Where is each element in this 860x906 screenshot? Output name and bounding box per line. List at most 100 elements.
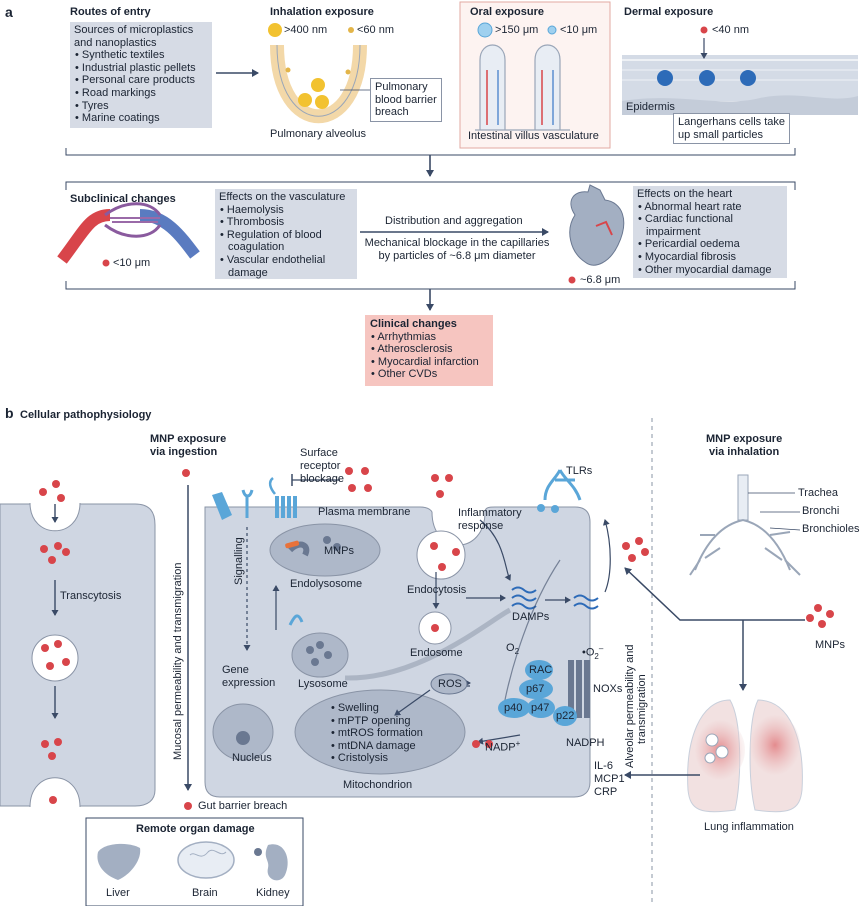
brain-icon [177, 841, 235, 879]
inhalation-heading: Inhalation exposure [270, 6, 374, 18]
ingestion-label: MNP exposure via ingestion [150, 433, 226, 459]
list-item: Marine coatings [82, 112, 208, 125]
endosome-label: Endosome [410, 647, 463, 659]
mito-effects: Swelling mPTP opening mtROS formation mt… [330, 702, 430, 764]
subclinical-heading: Subclinical changes [70, 193, 176, 205]
nucleus-label: Nucleus [232, 752, 272, 764]
oral-size-large: >150 μm [495, 24, 539, 36]
vessel-size: <10 μm [113, 257, 151, 269]
mnps-label: MNPs [324, 545, 354, 557]
heart-size: ~6.8 μm [580, 274, 621, 286]
pulmonary-callout: Pulmonary blood barrier breach [370, 78, 442, 122]
cytokine-item: MCP1 [594, 773, 625, 785]
rac-label: RAC [529, 664, 553, 676]
alveolar-line: transmigration [636, 674, 648, 744]
particle-icon [102, 259, 110, 267]
list-item: Personal care products [82, 74, 208, 87]
nox-complex [498, 660, 590, 726]
list-item: Industrial plastic pellets [82, 62, 208, 75]
villus-caption: Intestinal villus vasculature [468, 130, 599, 142]
particle-dermal-icon [700, 26, 708, 34]
p67-label: p67 [526, 683, 545, 695]
routes-heading: Routes of entry [70, 6, 151, 18]
inhalation-size-small: <60 nm [357, 24, 394, 36]
list-item: Abnormal heart rate [644, 201, 783, 214]
alveolar-label: Alveolar permeability and transmigration [624, 644, 648, 768]
list-item: Haemolysis [227, 204, 353, 217]
list-item: Atherosclerosis [377, 343, 488, 356]
inhalation-label: MNP exposure via inhalation [706, 433, 782, 459]
gene-line: expression [222, 677, 276, 689]
list-item: Regulation of blood coagulation [227, 229, 353, 254]
mucosal-label: Mucosal permeability and transmigration [172, 562, 184, 760]
plasma-membrane-label: Plasma membrane [318, 506, 411, 518]
mito-list: Swelling mPTP opening mtROS formation mt… [330, 702, 430, 765]
noxs-label: NOXs [593, 683, 623, 695]
blockage-line: by particles of ~6.8 μm diameter [378, 250, 536, 262]
list-item: Pericardial oedema [645, 238, 783, 251]
capillary-illustration [57, 202, 200, 264]
trachea-label: Trachea [798, 487, 838, 499]
bronchioles-label: Bronchioles [802, 523, 860, 535]
inflammatory-label: Inflammatory response [458, 507, 522, 533]
surface-line: Surface [300, 447, 338, 459]
list-item: Other myocardial damage [645, 264, 783, 277]
alveolus-caption: Pulmonary alveolus [270, 128, 366, 140]
list-item: mtROS formation [338, 727, 430, 740]
sources-list: Synthetic textiles Industrial plastic pe… [74, 49, 208, 125]
tlrs-label: TLRs [566, 465, 593, 477]
p40-label: p40 [504, 702, 523, 714]
particle-small-icon [547, 25, 557, 35]
callout-line: up small particles [678, 128, 763, 141]
list-item: Tyres [82, 100, 208, 113]
mnps-right-label: MNPs [815, 639, 845, 651]
cytokines-label: IL-6 MCP1 CRP [594, 760, 625, 799]
heart-list: Abnormal heart rate Cardiac functional i… [637, 201, 783, 277]
inflammatory-line: Inflammatory [458, 507, 522, 519]
receptor-illustration [212, 477, 297, 520]
list-item: Myocardial infarction [378, 356, 488, 369]
callout-line: breach [375, 106, 409, 119]
heart-illustration [569, 184, 625, 266]
remote-heading: Remote organ damage [136, 823, 255, 835]
mitochondrion-label: Mitochondrion [343, 779, 413, 791]
heart-box: Effects on the heart Abnormal heart rate… [633, 186, 787, 278]
p47-label: p47 [531, 702, 550, 714]
nadp-sup: + [515, 739, 521, 748]
list-item: Cristolysis [338, 752, 430, 765]
callout-line: Pulmonary [375, 81, 428, 93]
gene-label: Gene expression [222, 664, 275, 690]
nadph-label: NADPH [566, 737, 605, 749]
signalling-label: Signalling [233, 537, 245, 585]
transcytosis-label: Transcytosis [60, 590, 122, 602]
sources-title: Sources of microplastics and nanoplastic… [74, 24, 194, 49]
list-item: mPTP opening [338, 715, 430, 728]
vasculature-list: Haemolysis Thrombosis Regulation of bloo… [219, 204, 353, 280]
organ-kidney-label: Kidney [256, 887, 290, 899]
oral-heading: Oral exposure [470, 6, 544, 18]
o2-text: O [506, 642, 515, 654]
list-item: Arrhythmias [377, 331, 488, 344]
dermal-heading: Dermal exposure [624, 6, 714, 18]
inhalation-size-large: >400 nm [284, 24, 328, 36]
clinical-heading: Clinical changes [370, 318, 457, 330]
o2-sub: 2 [514, 647, 520, 657]
p22-label: p22 [556, 710, 575, 722]
cytokine-item: CRP [594, 786, 618, 798]
alveolar-line: Alveolar permeability and [624, 644, 636, 768]
list-item: Thrombosis [227, 216, 353, 229]
vasculature-title: Effects on the vasculature [219, 191, 346, 203]
inhalation-line: via inhalation [708, 446, 780, 458]
airway-illustration [689, 474, 801, 576]
surface-line: receptor [300, 460, 341, 472]
inflammatory-line: response [458, 520, 504, 532]
particle-icon [568, 276, 576, 284]
dermal-size: <40 nm [712, 24, 749, 36]
cytokine-item: IL-6 [594, 760, 613, 772]
distribution-label: Distribution and aggregation [385, 215, 523, 227]
callout-line: blood barrier [375, 93, 437, 106]
surface-line: blockage [300, 473, 345, 485]
list-item: Swelling [338, 702, 430, 715]
list-item: Synthetic textiles [82, 49, 208, 62]
surface-label: Surface receptor blockage [300, 447, 344, 486]
